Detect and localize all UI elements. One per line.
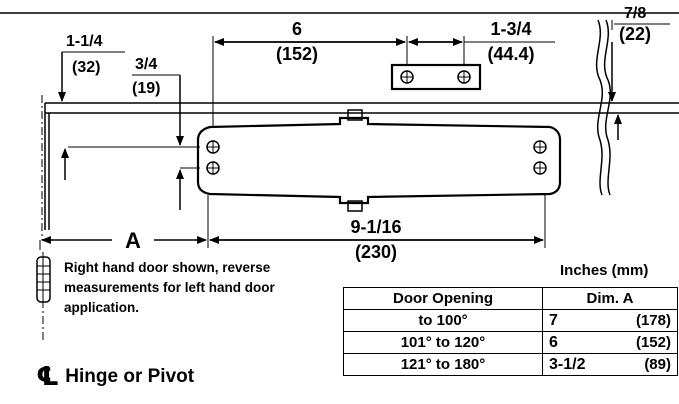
header-dim-a: Dim. A — [542, 287, 678, 310]
dim-6-in-label: 6 — [292, 19, 302, 39]
arm-bracket — [390, 63, 482, 91]
dim-7-8-mm-label: (22) — [619, 24, 651, 44]
dim-a-table: Door Opening Dim. A to 100° 7 (178) 101° … — [343, 287, 678, 376]
hinge-icon — [36, 252, 51, 340]
table-units-label: Inches (mm) — [560, 262, 649, 279]
dim-1-3-4: 1-3/4 (44.4) — [408, 19, 555, 64]
cell-dim-a: 3-1/2 (89) — [542, 353, 678, 376]
table-header-row: Door Opening Dim. A — [343, 287, 678, 310]
cell-dim-a-mm: (152) — [635, 333, 671, 351]
cell-opening: 101° to 120° — [343, 331, 543, 354]
extension-lines — [39, 36, 546, 250]
hinge-centerline-legend: ℄Hinge or Pivot — [36, 358, 195, 391]
dim-a: A — [41, 228, 207, 253]
dim-7-8-in-label: 7/8 — [624, 5, 646, 22]
dim-3-4-in-label: 3/4 — [135, 56, 157, 73]
dim-1-1-4-in-label: 1-1/4 — [66, 33, 103, 50]
dim-3-4: 3/4 (19) — [132, 56, 184, 210]
door-hand-note: Right hand door shown, reverse measureme… — [64, 260, 275, 315]
table-row: to 100° 7 (178) — [343, 309, 678, 332]
dim-1-1-4: 1-1/4 (32) — [58, 33, 125, 102]
cell-dim-a-in: 6 — [549, 333, 558, 351]
cell-dim-a: 7 (178) — [542, 309, 678, 332]
dim-6-mm-label: (152) — [276, 44, 318, 64]
cell-dim-a-mm: (89) — [644, 355, 671, 373]
cell-dim-a-in: 7 — [549, 311, 558, 329]
dim-9-1-16-mm-label: (230) — [355, 242, 397, 262]
door-frame — [41, 19, 679, 240]
closer-body — [196, 109, 562, 212]
centerline-label: Hinge or Pivot — [65, 366, 195, 387]
table-row: 101° to 120° 6 (152) — [343, 331, 678, 354]
dim-9-1-16-in-label: 9-1/16 — [350, 217, 401, 237]
dim-1-3-4-in-label: 1-3/4 — [490, 19, 531, 39]
dim-7-8: 7/8 (22) — [604, 5, 679, 140]
cell-opening: 121° to 180° — [343, 353, 543, 376]
cell-dim-a-mm: (178) — [635, 311, 671, 329]
cell-dim-a: 6 (152) — [542, 331, 678, 354]
dim-6: 6 (152) — [214, 19, 406, 64]
cell-opening: to 100° — [343, 309, 543, 332]
dim-3-4-mm-label: (19) — [132, 80, 160, 97]
dim-a-label: A — [125, 228, 141, 253]
header-door-opening: Door Opening — [343, 287, 543, 310]
dim-9-1-16: 9-1/16 (230) — [209, 217, 544, 262]
table-row: 121° to 180° 3-1/2 (89) — [343, 353, 678, 376]
dim-1-3-4-mm-label: (44.4) — [487, 44, 534, 64]
centerline-icon: ℄ — [36, 361, 60, 391]
cell-dim-a-in: 3-1/2 — [549, 355, 586, 373]
dim-1-1-4-mm-label: (32) — [72, 59, 100, 76]
